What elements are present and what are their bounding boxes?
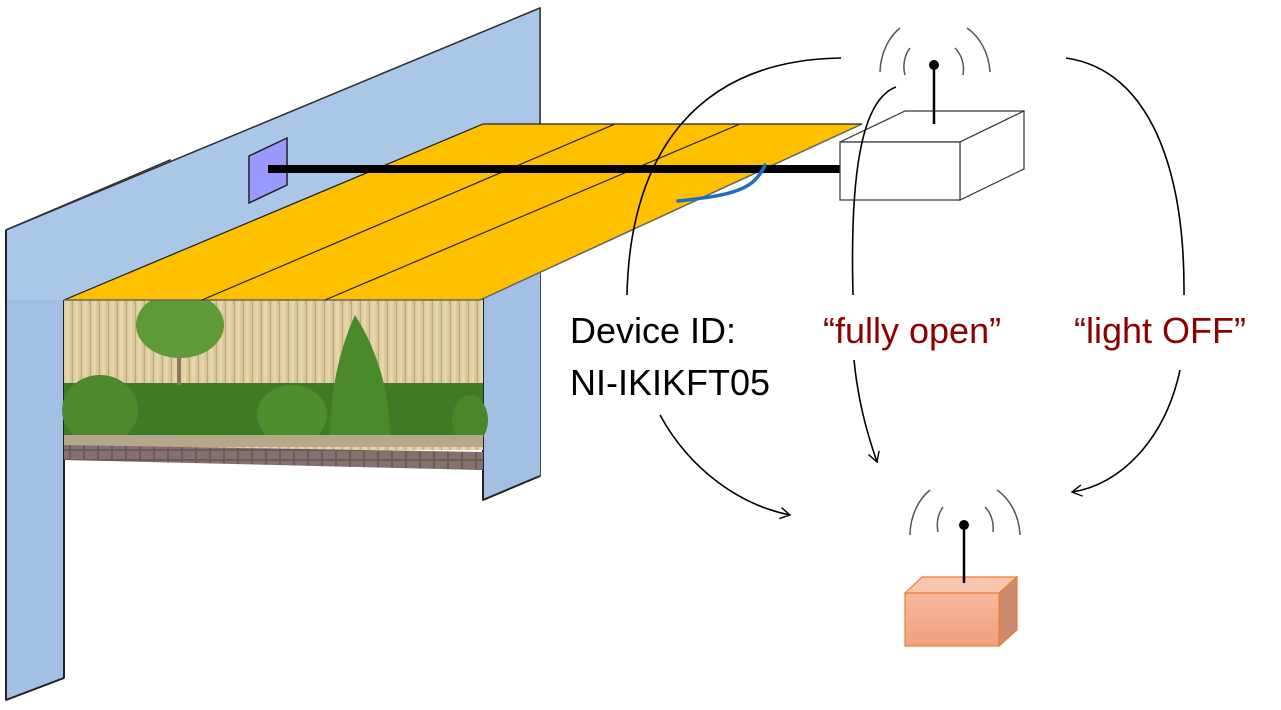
arrow-light-off-upper — [1065, 57, 1185, 296]
opener-box-front — [839, 141, 961, 201]
wifi-signal-icon — [909, 489, 1021, 536]
antenna-tip — [959, 520, 969, 530]
door-panel-seam — [324, 123, 741, 301]
garden-view — [62, 285, 488, 470]
wifi-signal-icon — [879, 27, 991, 76]
wall-right-pillar — [483, 262, 540, 500]
door-panel-seam — [201, 123, 616, 301]
device-id-value: NI-IKIKFT05 — [570, 362, 771, 403]
receiver-box-top — [903, 576, 1019, 594]
receiver-unit — [903, 489, 1021, 648]
antenna-tip — [929, 60, 939, 70]
sensor-wire — [676, 163, 767, 203]
arrow-device-id-upper — [626, 57, 842, 296]
status-message-fully-open: “fully open” — [823, 310, 1002, 351]
arrow-device-id-lower — [659, 414, 792, 520]
opener-unit — [839, 27, 1025, 201]
arrow-fully-open-lower — [853, 359, 880, 464]
status-message-light-off: “light OFF” — [1074, 310, 1247, 351]
receiver-box-front — [904, 592, 1000, 647]
device-id-caption: Device ID: — [570, 310, 737, 351]
arrow-light-off-lower — [1070, 369, 1181, 497]
message-arrows — [626, 57, 1185, 520]
arrow-fully-open-upper — [851, 86, 897, 296]
brick-edging — [64, 445, 483, 470]
